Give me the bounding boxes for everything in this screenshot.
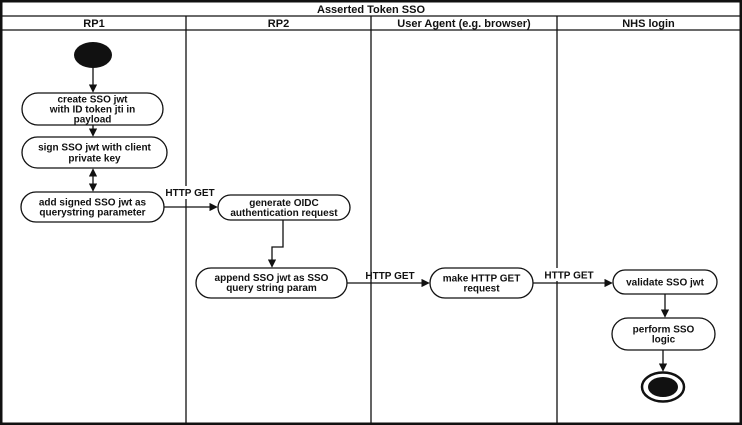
final-node-ring [640,371,686,403]
edge-label-halo-3 [539,268,599,281]
lane-header-user-agent: User Agent (e.g. browser) [397,18,531,30]
node-make-http-get-request-shape [429,267,534,299]
edge-label-http-get-2: HTTP GET [365,271,414,282]
edge-label-http-get-1: HTTP GET [165,188,214,199]
edge-label-http-get-3: HTTP GET [544,271,593,282]
initial-node [74,42,112,68]
diagram-title: Asserted Token SSO [317,4,425,16]
node-append-sso-jwt-shape [195,267,348,299]
lane-header-rp1: RP1 [83,18,104,30]
edge-generate-to-append [267,220,284,268]
final-node-core [648,377,678,397]
node-validate-sso-jwt-label: validate SSO jwt [626,278,704,289]
lane-header-rp2: RP2 [268,18,289,30]
node-perform-sso-logic-shape [611,317,716,351]
node-validate-sso-jwt: validate SSO jwt [612,269,718,295]
node-sign-sso-jwt-shape [21,136,168,169]
node-validate-sso-jwt-shape [612,269,718,295]
node-generate-oidc-request-shape [217,194,351,221]
final-node [640,371,686,403]
lane-header-nhs-login: NHS login [622,18,675,30]
edge-label-halo-1 [161,186,219,199]
node-add-signed-jwt-shape [20,191,165,223]
node-create-sso-jwt-shape [21,92,164,126]
